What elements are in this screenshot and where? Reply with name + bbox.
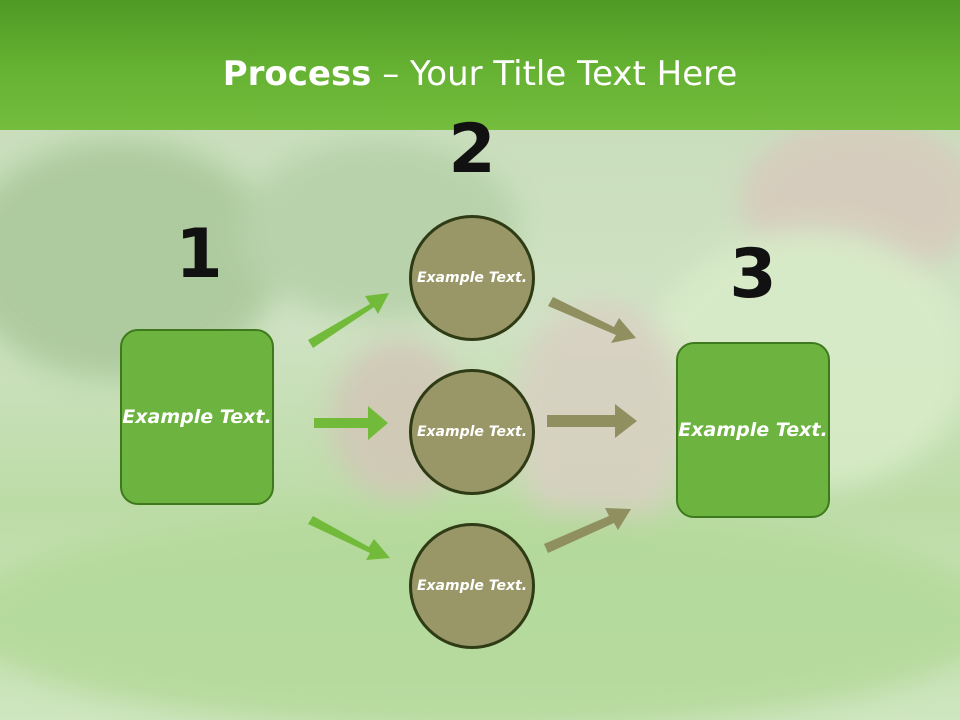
- arrow-middle-to-right: [547, 404, 637, 438]
- arrow-left-to-top: [308, 293, 389, 348]
- step-number-1: 1: [175, 215, 223, 294]
- step-number-2: 2: [448, 110, 496, 189]
- process-box-right: Example Text.: [676, 342, 830, 518]
- process-box-left-label: Example Text.: [122, 405, 272, 428]
- title-rest: – Your Title Text Here: [371, 54, 738, 94]
- page-title: Process – Your Title Text Here: [0, 52, 960, 96]
- arrow-left-to-middle: [314, 406, 388, 440]
- process-box-right-label: Example Text.: [678, 418, 828, 441]
- arrow-bottom-to-right: [544, 508, 631, 553]
- arrow-top-to-right: [548, 297, 636, 343]
- process-circle-middle: Example Text.: [409, 369, 535, 495]
- title-strong: Process: [222, 54, 372, 94]
- process-circle-top-label: Example Text.: [416, 269, 528, 286]
- process-box-left: Example Text.: [120, 329, 274, 505]
- process-circle-bottom-label: Example Text.: [416, 577, 528, 594]
- process-circle-top: Example Text.: [409, 215, 535, 341]
- title-bar: [0, 0, 960, 130]
- process-circle-middle-label: Example Text.: [416, 423, 528, 440]
- arrow-left-to-bottom: [308, 516, 390, 560]
- process-circle-bottom: Example Text.: [409, 523, 535, 649]
- step-number-3: 3: [729, 235, 777, 314]
